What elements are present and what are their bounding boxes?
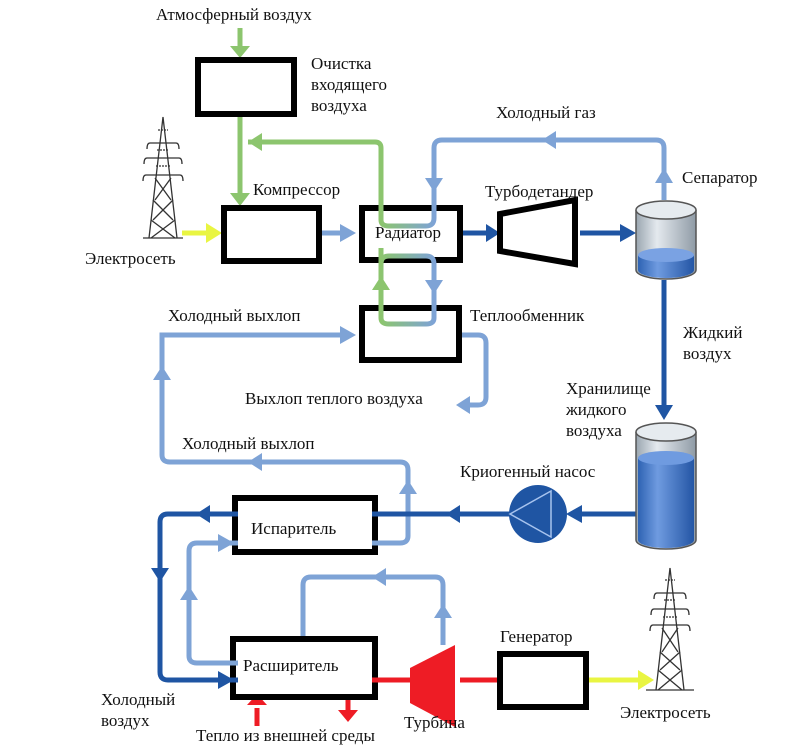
dark-blue-arrowheads: [151, 224, 673, 689]
expander-box: [230, 636, 378, 700]
evaporator-box: [232, 495, 378, 555]
label-liquid-air-storage: Хранилище жидкого воздуха: [566, 379, 651, 440]
label-heat-exchanger: Теплообменник: [470, 306, 585, 325]
label-separator: Сепаратор: [682, 168, 758, 187]
label-atmospheric-air: Атмосферный воздух: [156, 5, 312, 24]
storage-tank-icon: [635, 422, 697, 550]
electric-arrowheads: [206, 223, 654, 690]
label-cold-air: Холодный воздух: [101, 690, 176, 730]
cryogenic-pump-icon: [508, 485, 567, 543]
label-generator: Генератор: [500, 627, 573, 646]
power-tower-icon-right: [646, 567, 694, 691]
generator-box: [497, 651, 589, 710]
compressor-box: [221, 205, 322, 264]
label-evaporator: Испаритель: [251, 519, 337, 538]
intake-cleaning-box: [195, 57, 297, 117]
label-grid-left: Электросеть: [85, 249, 176, 268]
label-cryogenic-pump: Криогенный насос: [460, 462, 596, 481]
green-arrowheads: [230, 46, 390, 290]
turbine-icon: [410, 645, 455, 727]
radiator-box: [359, 205, 463, 263]
label-radiator: Радиатор: [375, 223, 442, 242]
turboexpander-icon: [497, 196, 578, 268]
label-ambient-heat: Тепло из внешней среды: [196, 726, 375, 745]
label-cold-gas: Холодный газ: [496, 103, 596, 122]
heat-exchanger-box: [359, 305, 462, 363]
label-intake-cleaning: Очистка входящего воздуха: [311, 54, 388, 115]
label-grid-right: Электросеть: [620, 703, 711, 722]
power-tower-icon-left: [142, 116, 184, 239]
separator-tank-icon: [635, 200, 697, 280]
label-liquid-air: Жидкий воздух: [683, 323, 743, 363]
label-warm-air-exhaust: Выхлоп теплого воздуха: [245, 389, 423, 408]
dark-blue-flow: [157, 230, 667, 683]
label-cold-exhaust-bottom: Холодный выхлоп: [182, 434, 315, 453]
label-turboexpander: Турбодетандер: [485, 182, 594, 201]
label-compressor: Компрессор: [253, 180, 341, 199]
light-blue-arrowheads: [153, 131, 673, 618]
label-turbine: Турбина: [404, 713, 465, 732]
label-expander: Расширитель: [243, 656, 339, 675]
pipe-overlays: [226, 200, 437, 683]
label-cold-exhaust-top: Холодный выхлоп: [168, 306, 301, 325]
electric-flow: [182, 230, 640, 683]
